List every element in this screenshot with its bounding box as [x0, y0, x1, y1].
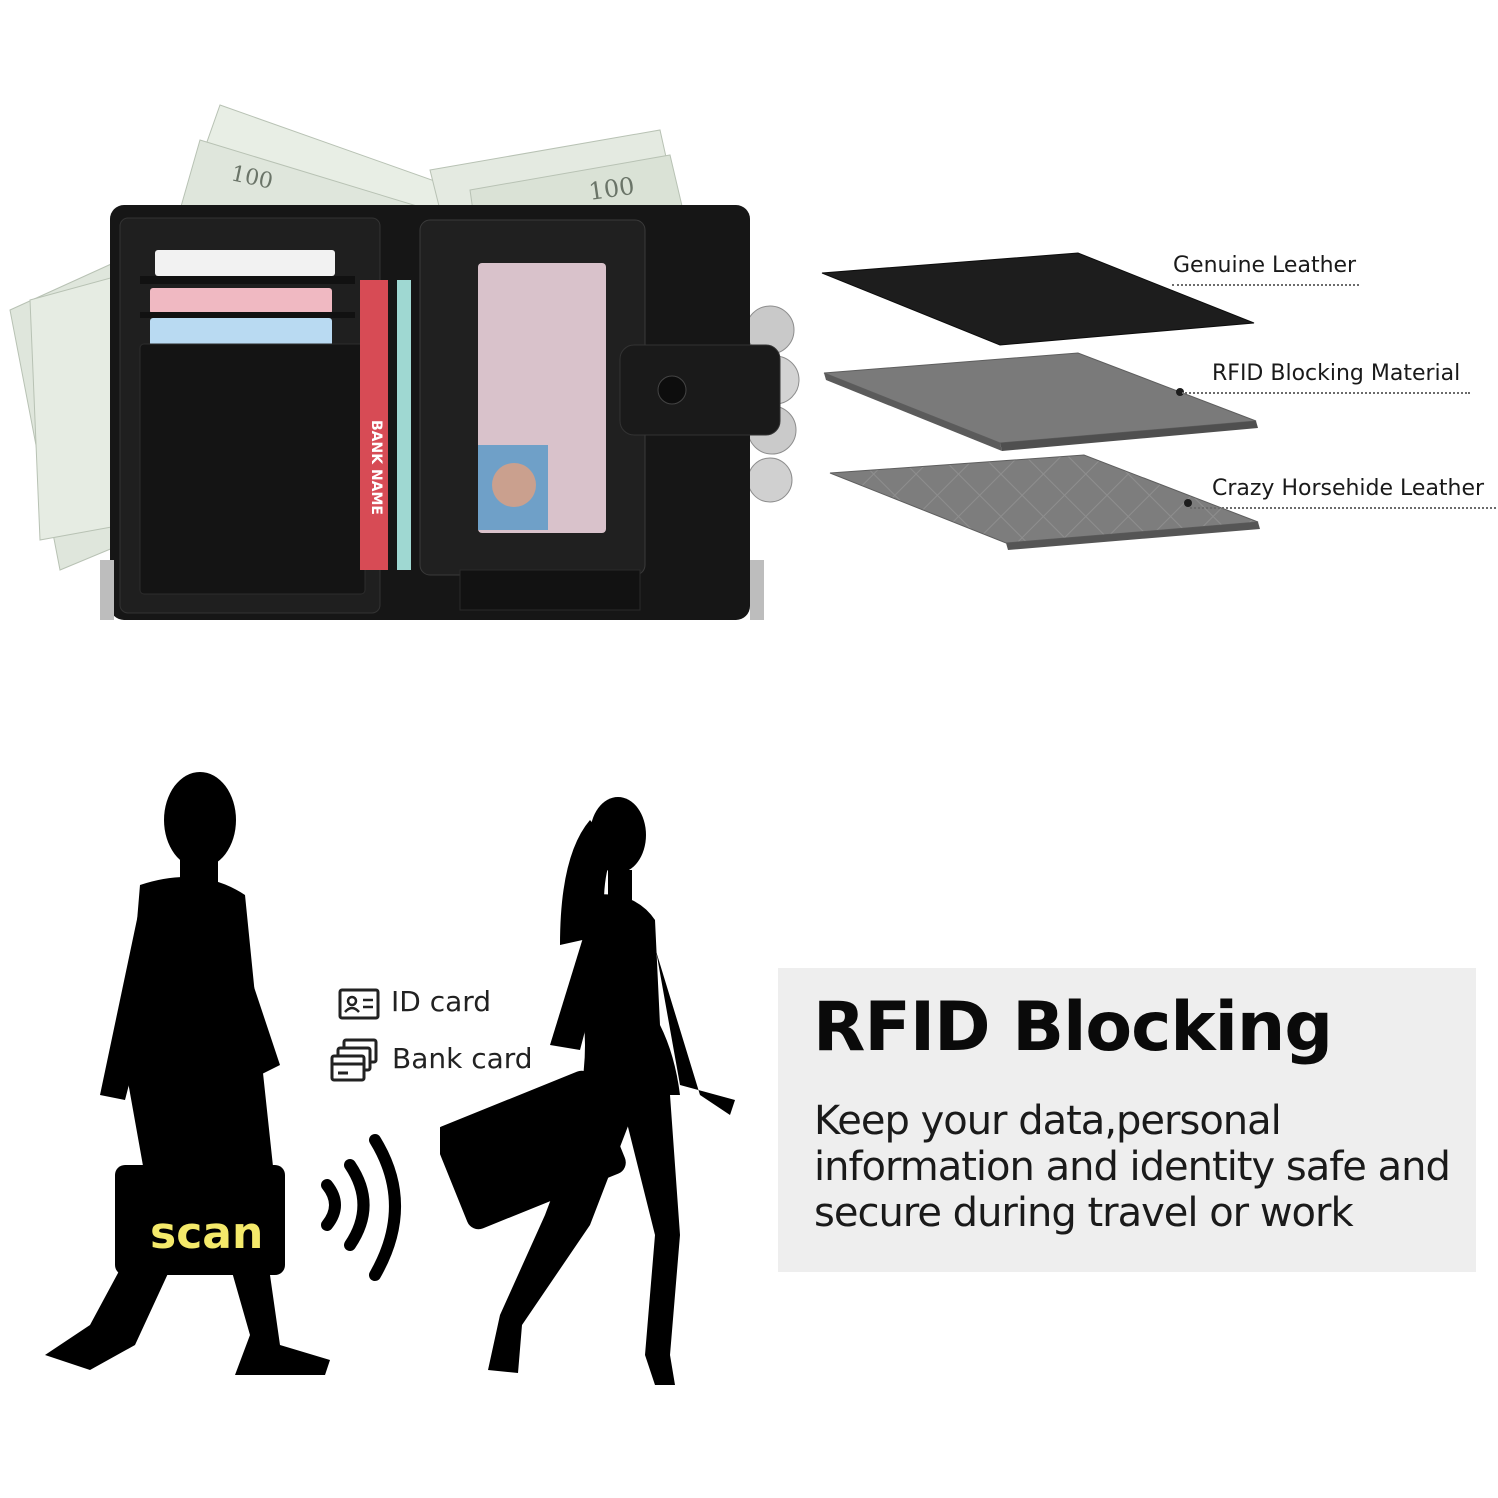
rfid-info-panel: RFID Blocking Keep your data,personal in…: [778, 968, 1476, 1272]
leader-line-genuine-leather: [1172, 284, 1359, 286]
bank-name-text: BANK NAME: [368, 420, 384, 515]
rfid-signal-icon: [321, 1134, 401, 1281]
man-silhouette: [45, 772, 330, 1375]
woman-silhouette: [440, 797, 735, 1385]
wallet-illustration: 100 100 BANK NAME: [9, 104, 800, 620]
layer-label-horsehide-leather: Crazy Horsehide Leather: [1212, 476, 1485, 501]
svg-text:100: 100: [587, 172, 636, 206]
id-card-icon: [338, 988, 380, 1020]
id-card-label: ID card: [391, 985, 492, 1018]
material-layers: [821, 252, 1260, 550]
layer-label-genuine-leather: Genuine Leather: [1173, 253, 1357, 278]
bank-card-icon: [330, 1038, 378, 1082]
panel-description: Keep your data,personal information and …: [814, 1098, 1451, 1236]
scan-label: scan: [150, 1208, 264, 1259]
bank-card-label: Bank card: [392, 1042, 533, 1075]
leader-line-rfid-material: [1182, 392, 1470, 394]
layer-label-rfid-material: RFID Blocking Material: [1212, 361, 1461, 386]
leader-line-horsehide-leather: [1190, 507, 1496, 509]
panel-title: RFID Blocking: [813, 988, 1333, 1067]
genuine-leather-layer: [821, 252, 1255, 346]
